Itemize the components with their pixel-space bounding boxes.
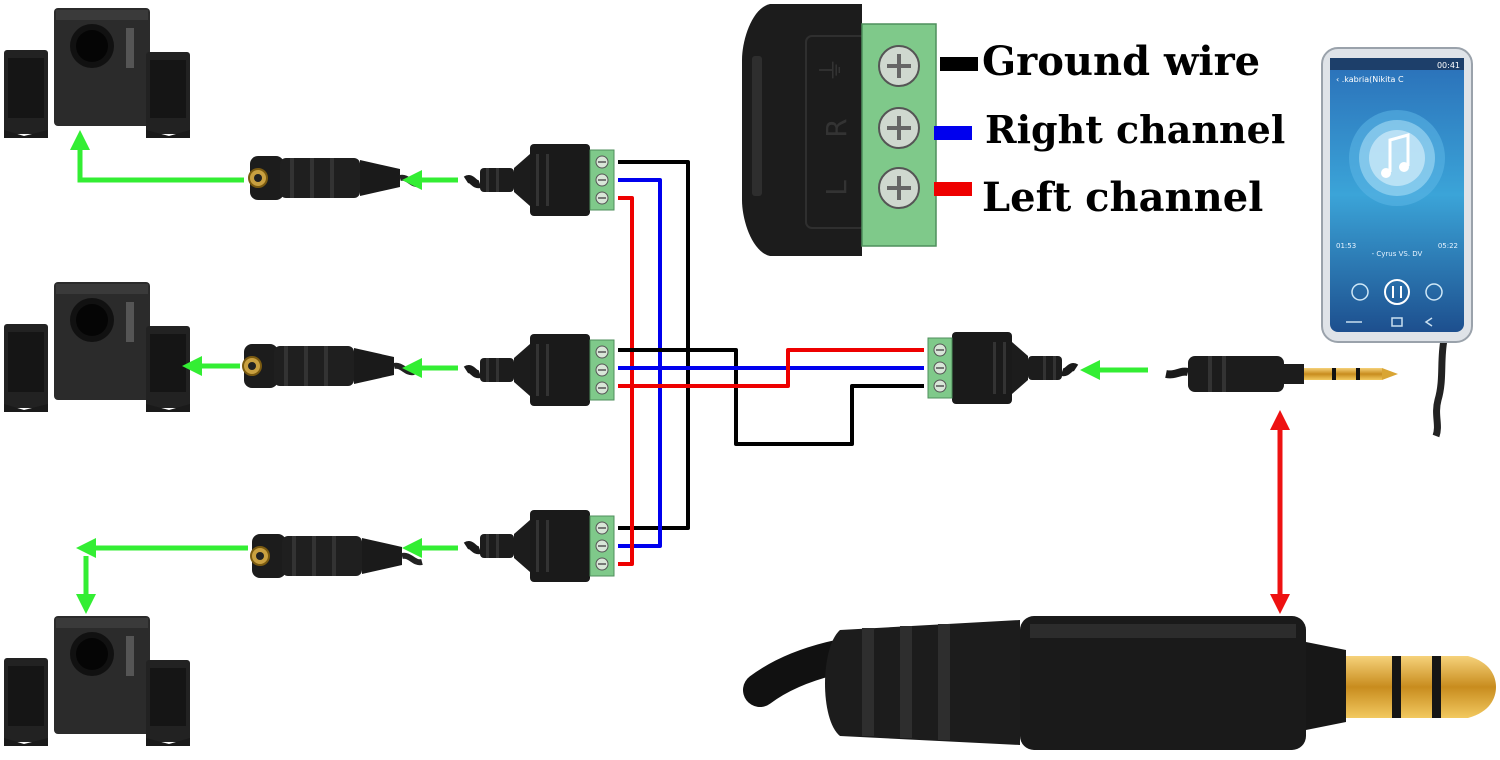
- terminal-adapter-icon: [466, 510, 614, 582]
- right-letter: R: [820, 118, 853, 137]
- terminal-adapter-icon: [928, 332, 1076, 404]
- previous-button[interactable]: [1351, 283, 1369, 301]
- time-elapsed: 01:53: [1336, 242, 1356, 250]
- female-jack-icon: [249, 156, 420, 200]
- status-time: 00:41: [1437, 61, 1460, 70]
- male-plug-icon: [743, 616, 1496, 750]
- signal-arrows: [70, 130, 1148, 614]
- ground-symbol: ⏚: [817, 57, 847, 83]
- left-channel-label: Left channel: [982, 174, 1264, 221]
- right-channel-label: Right channel: [985, 107, 1286, 152]
- music-note-icon: [1381, 133, 1410, 178]
- speaker-icon: [4, 8, 190, 138]
- female-jack-icon: [251, 534, 422, 578]
- smartphone-icon: 00:41 ‹ .kabria(Nikita C 01:53 05:22 - C…: [1321, 47, 1473, 438]
- female-jack-icon: [243, 344, 414, 388]
- pause-button[interactable]: [1384, 279, 1410, 305]
- next-button[interactable]: [1425, 283, 1443, 301]
- male-plug-icon: [1165, 356, 1398, 392]
- song-title: - Cyrus VS. DV: [1372, 250, 1423, 258]
- time-total: 05:22: [1438, 242, 1458, 250]
- left-letter: L: [820, 180, 853, 196]
- terminal-adapter-icon: [466, 144, 614, 216]
- left-channel-swatch: [934, 182, 972, 196]
- speaker-icon: [4, 282, 190, 412]
- track-header: ‹ .kabria(Nikita C: [1336, 75, 1404, 84]
- speaker-icon: [4, 616, 190, 746]
- ground-swatch: [940, 57, 978, 71]
- terminal-adapter-icon: ⏚ R L: [742, 4, 937, 256]
- wiring: [618, 160, 924, 566]
- terminal-adapter-icon: [466, 334, 614, 406]
- right-channel-swatch: [934, 126, 972, 140]
- ground-wire-label: Ground wire: [982, 38, 1261, 85]
